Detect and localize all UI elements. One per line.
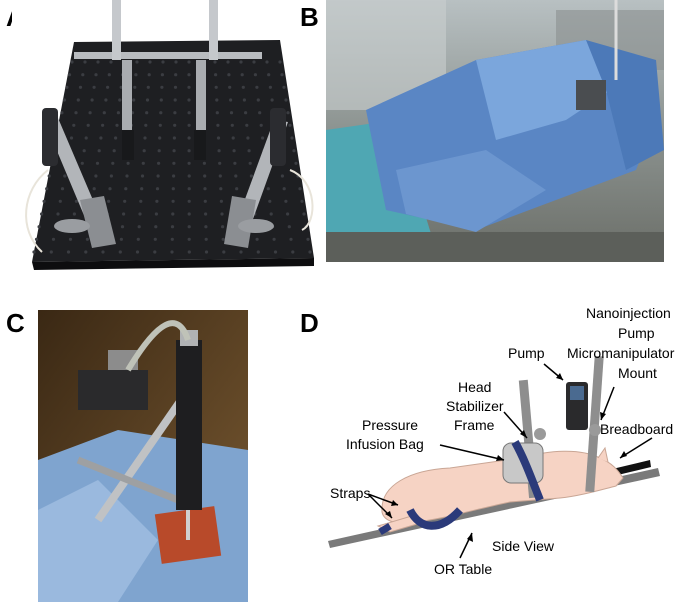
label-pump-word: Pump [618,325,655,341]
label-pump: Pump [508,345,545,361]
label-head: Head [458,379,492,395]
label-nanoinjection: Nanoinjection [586,305,671,321]
label-pressure: Pressure [362,417,419,433]
panel-c-letter: C [6,308,25,338]
strap-mid [511,440,544,502]
label-micromanipulator: Micromanipulator [567,345,675,361]
panel-d-letter: D [300,308,319,338]
label-stabilizer: Stabilizer [446,398,504,414]
label-or-table: OR Table [434,561,493,577]
label-infusion-bag: Infusion Bag [346,436,424,452]
label-straps: Straps [330,485,371,501]
panel-a-photo-breadboard-frame [12,0,322,272]
label-side-view: Side View [492,538,555,554]
panel-d-side-view-diagram [328,355,660,559]
label-mount: Mount [618,365,657,381]
panel-c-photo-surgical-setup [38,310,248,602]
label-breadboard: Breadboard [600,421,674,437]
panel-b-letter: B [300,2,319,32]
strap-rear [406,507,463,530]
panel-b-photo-draped-subject [326,0,664,262]
label-frame: Frame [454,417,495,433]
